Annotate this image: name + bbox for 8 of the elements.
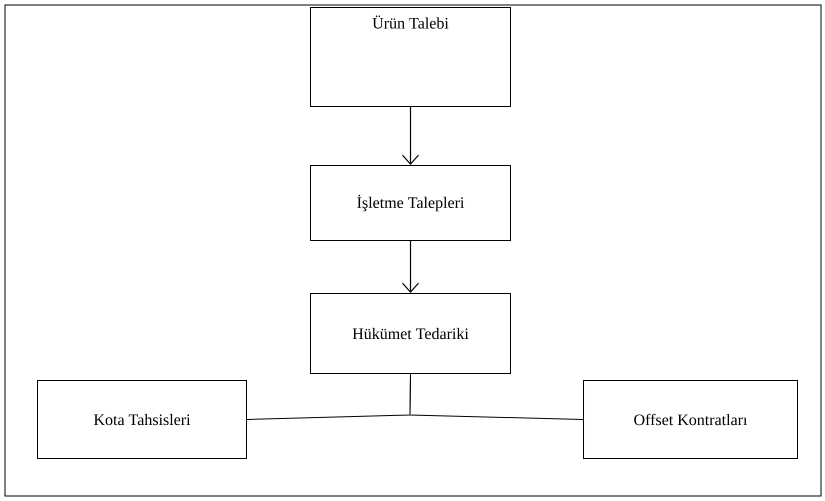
process-box: Ürün Talebi (310, 7, 511, 107)
arrow (402, 241, 419, 293)
process-box: İşletme Talepleri (310, 165, 511, 241)
connector-line (410, 374, 584, 420)
process-box: Offset Kontratları (583, 380, 798, 459)
process-box: Hükümet Tedariki (310, 293, 511, 374)
arrow (402, 107, 419, 165)
process-box: Kota Tahsisleri (37, 380, 247, 459)
